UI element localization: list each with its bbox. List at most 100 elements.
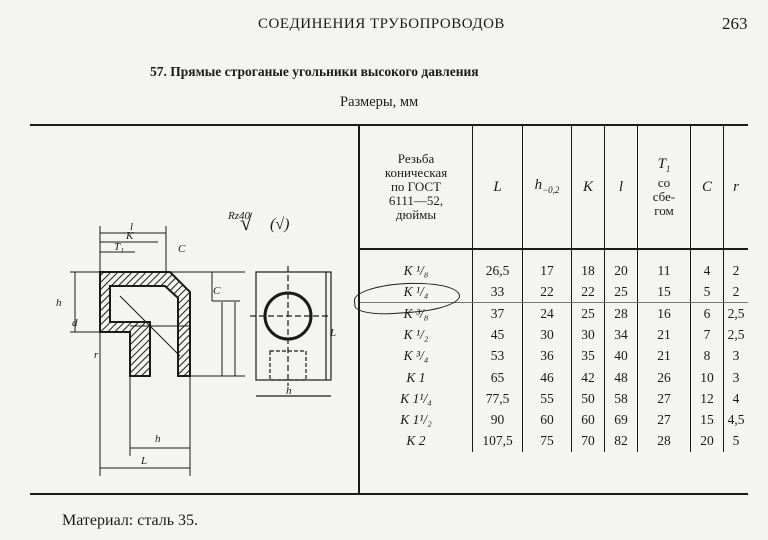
header-line: Резьба — [397, 151, 435, 166]
table-header-row: Резьба коническая по ГОСТ 6111—52, дюймы… — [360, 126, 748, 250]
svg-text:l: l — [130, 221, 133, 233]
cell-h: 36 — [522, 345, 572, 367]
cell-h: 30 — [522, 324, 572, 346]
cell-l: 28 — [604, 302, 638, 325]
header-h-tolerance: −0,2 — [542, 184, 560, 195]
cell-L: 90 — [472, 409, 523, 431]
cell-T1: 16 — [637, 302, 691, 325]
cell-l: 69 — [604, 409, 638, 431]
dimensions-table: Резьба коническая по ГОСТ 6111—52, дюймы… — [360, 126, 748, 452]
cell-K: 70 — [571, 430, 605, 452]
cell-h: 24 — [522, 302, 572, 325]
col-header-h: h−0,2 — [522, 126, 572, 250]
col-header-T1: T1 со сбе- гом — [637, 126, 691, 250]
units-caption: Размеры, мм — [340, 94, 419, 110]
header-line: сбе- — [652, 188, 676, 204]
header-line: коническая — [384, 165, 448, 180]
cell-l: 25 — [604, 281, 638, 304]
cell-K: 60 — [571, 409, 605, 431]
col-header-thread: Резьба коническая по ГОСТ 6111—52, дюймы — [360, 126, 473, 250]
cell-r: 4 — [723, 388, 748, 410]
cell-C: 5 — [690, 281, 724, 304]
cell-L: 77,5 — [472, 388, 523, 410]
cell-thread: K 2 — [406, 433, 426, 449]
header-line: гом — [654, 202, 674, 218]
cell-h: 46 — [522, 366, 572, 389]
cell-L: 37 — [472, 302, 523, 325]
cell-L: 33 — [472, 281, 523, 304]
col-header-K: K — [571, 126, 605, 250]
table-row: K ¹/₈ 26,5 17 18 20 11 4 2 — [360, 249, 748, 282]
cell-C: 10 — [690, 366, 724, 389]
table-row: K 1 65 46 42 48 26 10 3 — [360, 366, 748, 389]
cell-K: 50 — [571, 388, 605, 410]
table-row: K 1¹/₄ 77,5 55 50 58 27 12 4 — [360, 388, 748, 410]
cell-K: 30 — [571, 324, 605, 346]
cell-T1: 15 — [637, 281, 691, 304]
cell-l: 82 — [604, 430, 638, 452]
cell-l: 20 — [604, 249, 638, 282]
cell-K: 35 — [571, 345, 605, 367]
table-row: K ³/₄ 53 36 35 40 21 8 3 — [360, 345, 748, 367]
header-T-sub: 1 — [665, 163, 671, 174]
svg-text:r: r — [94, 349, 99, 361]
running-head: СОЕДИНЕНИЯ ТРУБОПРОВОДОВ — [258, 16, 505, 32]
page-number: 263 — [722, 14, 748, 33]
cell-r: 3 — [723, 366, 748, 389]
cell-l: 48 — [604, 366, 638, 389]
cell-C: 8 — [690, 345, 724, 367]
svg-text:L: L — [140, 455, 147, 467]
svg-text:L: L — [329, 327, 336, 339]
cell-l: 58 — [604, 388, 638, 410]
svg-text:d: d — [72, 317, 78, 329]
table-row: K 1¹/₂ 90 60 60 69 27 15 4,5 — [360, 409, 748, 431]
table-row: K 2 107,5 75 70 82 28 20 5 — [360, 430, 748, 452]
cell-C: 6 — [690, 302, 724, 325]
cell-r: 2,5 — [723, 324, 748, 346]
cell-h: 17 — [522, 249, 572, 282]
cell-h: 22 — [522, 281, 572, 304]
cell-r: 2 — [723, 281, 748, 304]
cell-L: 53 — [472, 345, 523, 367]
svg-text:h: h — [155, 433, 161, 445]
header-h-letter: h — [534, 176, 543, 193]
cell-r: 4,5 — [723, 409, 748, 431]
table-row: K ³/₈ 37 24 25 28 16 6 2,5 — [360, 302, 748, 325]
cell-C: 12 — [690, 388, 724, 410]
cell-L: 65 — [472, 366, 523, 389]
svg-text:T₁: T₁ — [114, 241, 124, 253]
header-line: со — [657, 174, 671, 190]
cell-r: 5 — [723, 430, 748, 452]
roughness-label: Rz40 — [228, 210, 250, 222]
table-row-highlighted: K ¹/₄ 33 22 22 25 15 5 2 — [360, 281, 748, 304]
cell-r: 2 — [723, 249, 748, 282]
header-line: по ГОСТ — [390, 179, 442, 194]
cell-T1: 21 — [637, 345, 691, 367]
roughness-check-icon: √ — [240, 210, 253, 235]
cell-r: 2,5 — [723, 302, 748, 325]
cell-T1: 11 — [637, 249, 691, 282]
roughness-paren: (√) — [270, 216, 290, 233]
cell-T1: 26 — [637, 366, 691, 389]
cell-h: 60 — [522, 409, 572, 431]
table-row: K ¹/₂ 45 30 30 34 21 7 2,5 — [360, 324, 748, 346]
cell-thread: K ¹/₂ — [403, 327, 429, 343]
cell-T1: 28 — [637, 430, 691, 452]
cell-L: 107,5 — [472, 430, 523, 452]
cell-thread: K 1¹/₄ — [400, 390, 432, 406]
cell-C: 20 — [690, 430, 724, 452]
col-header-r: r — [723, 126, 748, 250]
svg-text:C: C — [213, 285, 221, 297]
cell-thread: K 1¹/₂ — [400, 411, 432, 427]
technical-drawing: Rz40 √ (√) — [30, 126, 360, 493]
col-header-l: l — [604, 126, 638, 250]
cell-C: 15 — [690, 409, 724, 431]
table-title: 57. Прямые строганые угольники высокого … — [150, 64, 479, 79]
col-header-C: C — [690, 126, 724, 250]
table-frame: Rz40 √ (√) — [30, 124, 748, 495]
cell-thread: K ¹/₄ — [360, 281, 473, 304]
cell-C: 7 — [690, 324, 724, 346]
cell-T1: 27 — [637, 388, 691, 410]
cell-C: 4 — [690, 249, 724, 282]
cell-thread: K ¹/₈ — [403, 262, 429, 278]
